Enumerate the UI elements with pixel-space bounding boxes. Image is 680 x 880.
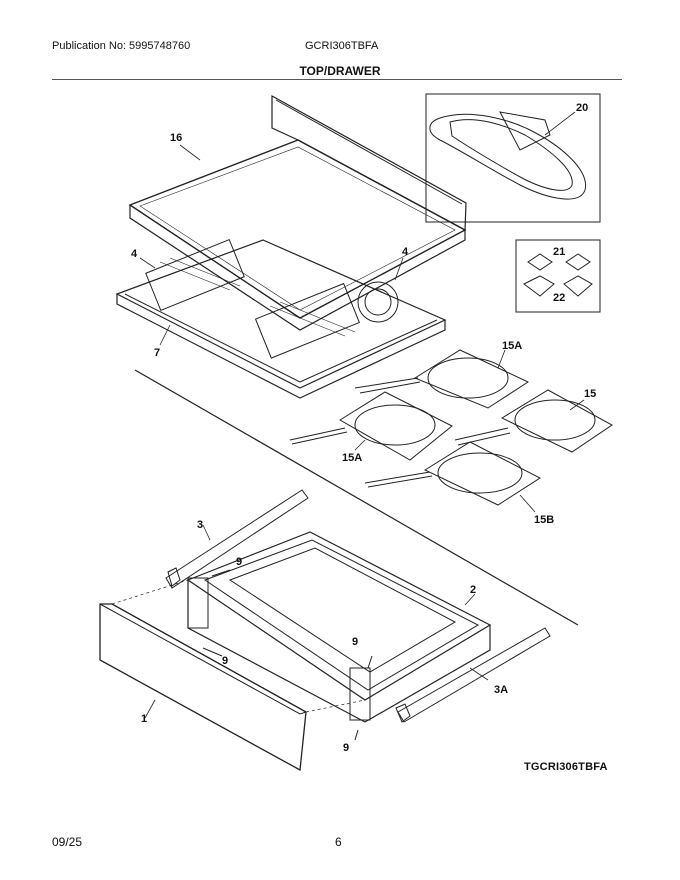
diagram-code: TGCRI306TBFA <box>524 761 608 773</box>
publication-number: Publication No: 5995748760 <box>52 40 191 52</box>
element-tray-part <box>115 238 447 399</box>
footer-date: 09/25 <box>52 835 83 849</box>
callout-7: 7 <box>154 347 161 359</box>
callout-21: 21 <box>553 246 566 258</box>
page-number: 6 <box>335 835 342 849</box>
callout-20: 20 <box>576 102 589 114</box>
callout-15B: 15B <box>534 514 555 526</box>
callout-9-middle: 9 <box>352 636 359 648</box>
callout-3A: 3A <box>494 684 509 696</box>
callout-15A-top: 15A <box>502 340 523 352</box>
drawer-front-panel <box>99 579 366 772</box>
callout-15A-bottom: 15A <box>342 452 363 464</box>
drawer-body-part <box>186 531 492 723</box>
callout-1: 1 <box>141 713 148 725</box>
callout-9-left: 9 <box>222 655 229 667</box>
heating-element-15 <box>454 389 613 453</box>
heating-element-15A-top <box>354 349 530 409</box>
heating-element-15B <box>364 441 541 506</box>
callout-3: 3 <box>197 519 204 531</box>
header-rule <box>52 79 622 80</box>
callout-4-left: 4 <box>131 248 138 260</box>
callout-9-top: 9 <box>236 556 243 568</box>
heating-element-15A-bottom <box>289 391 453 461</box>
inset-box-20 <box>425 93 601 223</box>
model-number: GCRI306TBFA <box>305 40 379 52</box>
divider-line <box>134 369 579 626</box>
callout-2: 2 <box>470 584 477 596</box>
inset-box-21-22 <box>515 239 601 313</box>
cooktop-glass-part <box>128 94 467 331</box>
callout-leaders <box>139 111 585 719</box>
callout-4-right: 4 <box>402 246 409 258</box>
callout-22: 22 <box>553 292 566 304</box>
callout-16: 16 <box>170 132 183 144</box>
screw-icons <box>202 569 373 741</box>
section-title: TOP/DRAWER <box>299 64 381 78</box>
drawer-slide-left <box>165 489 309 589</box>
callout-15: 15 <box>584 388 597 400</box>
callout-9-bottom: 9 <box>343 742 350 754</box>
drawer-slide-right <box>395 627 551 723</box>
